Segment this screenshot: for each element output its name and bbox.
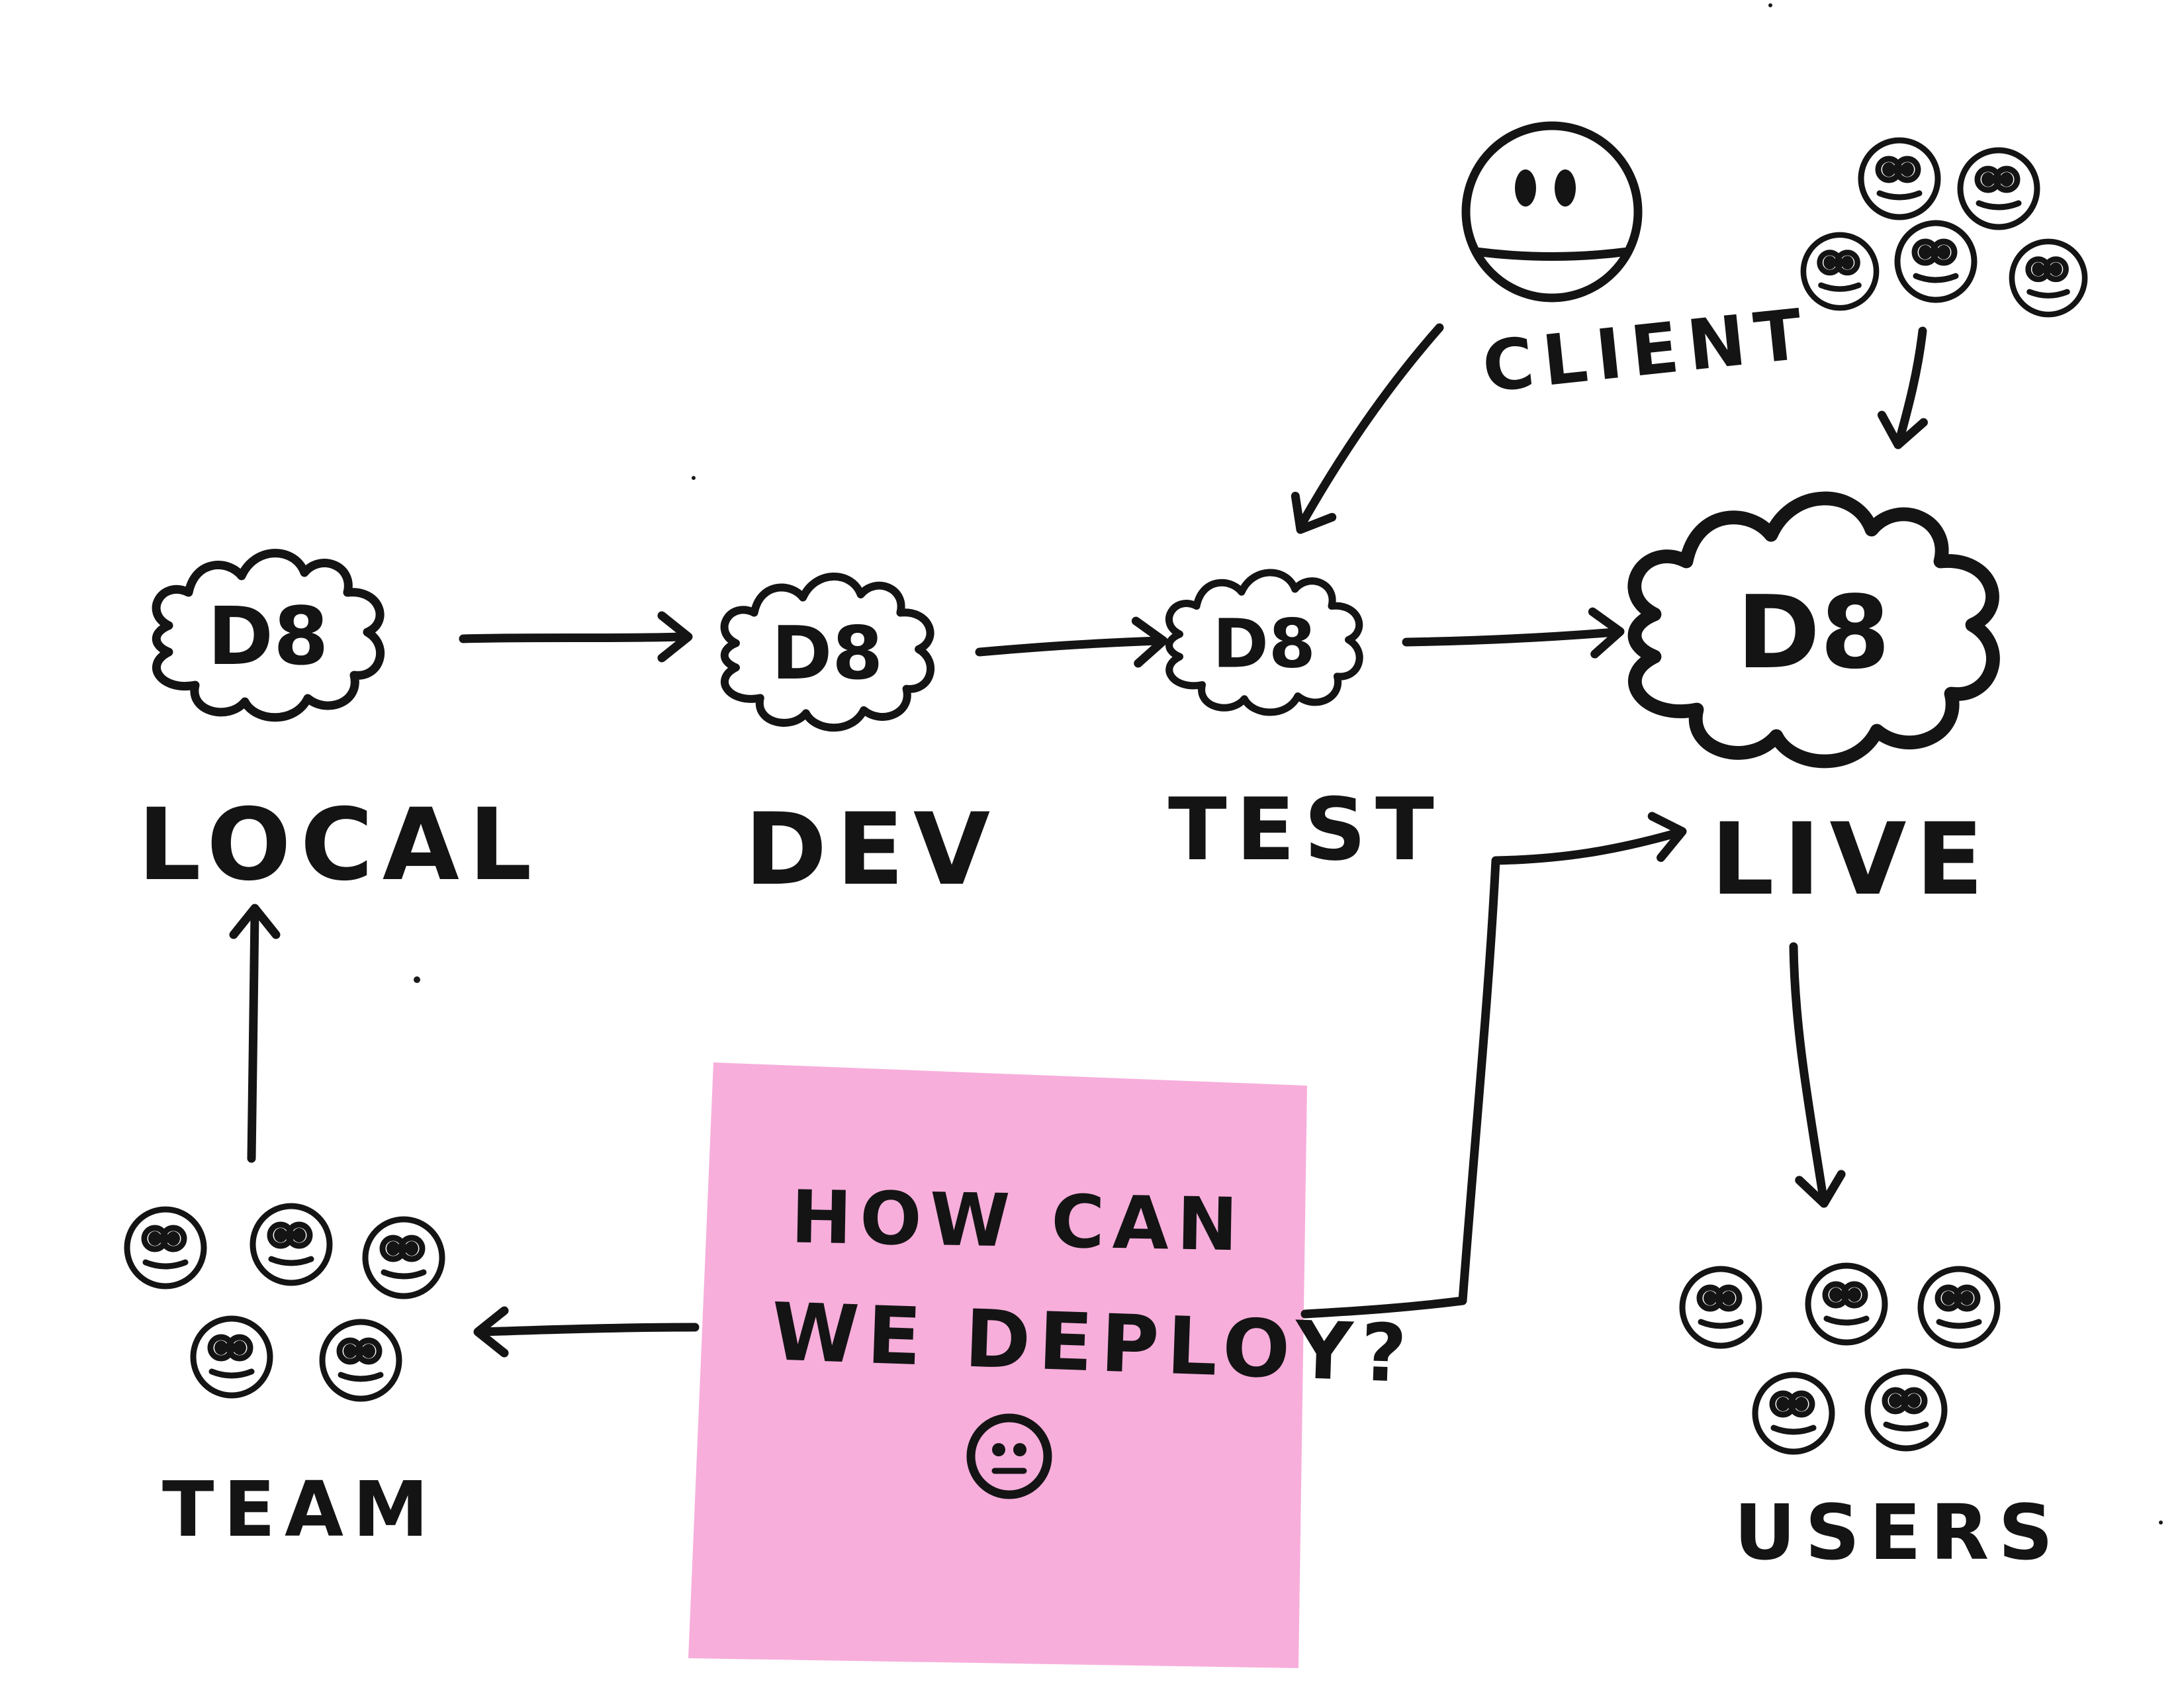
live-users-group-icon <box>1803 140 2085 314</box>
arrow-users-to-live <box>1877 326 1923 449</box>
local-label: LOCAL <box>138 788 541 903</box>
live-label: LIVE <box>1711 802 1993 917</box>
local-cloud-text: D8 <box>207 591 328 683</box>
paper-marks <box>414 3 2163 1524</box>
live-cloud-text: D8 <box>1737 574 1890 691</box>
sticky-note: HOW CAN WE DEPLOY? <box>688 1062 1416 1668</box>
client-face-icon <box>1461 121 1643 303</box>
sticky-note-line-2: WE DEPLOY? <box>770 1286 1416 1401</box>
dev-label: DEV <box>745 792 999 908</box>
dev-cloud-text: D8 <box>772 612 883 696</box>
client-label: CLIENT <box>1479 293 1815 408</box>
arrow-team-to-local <box>234 908 276 1163</box>
test-label: TEST <box>1168 779 1443 880</box>
arrow-note-to-live <box>1300 811 1687 1319</box>
arrow-note-to-team <box>478 1311 700 1353</box>
arrow-local-to-dev <box>459 616 688 658</box>
worried-face-icon <box>966 1413 1052 1499</box>
arrow-client-to-test <box>1282 323 1444 540</box>
users-label: USERS <box>1734 1489 2062 1577</box>
sticky-note-line-1: HOW CAN <box>790 1174 1246 1267</box>
test-cloud-text: D8 <box>1212 604 1316 683</box>
test-server-cloud: D8 <box>1169 573 1359 712</box>
dev-server-cloud: D8 <box>725 577 931 727</box>
arrow-test-to-live <box>1402 610 1621 654</box>
team-label: TEAM <box>162 1466 437 1554</box>
local-server-cloud: D8 <box>156 553 381 718</box>
team-group-icon <box>127 1206 442 1399</box>
live-server-cloud: D8 <box>1635 498 1993 761</box>
arrow-live-to-users <box>1789 942 1845 1206</box>
users-group-icon <box>1682 1266 1997 1452</box>
arrow-dev-to-test <box>975 620 1165 663</box>
